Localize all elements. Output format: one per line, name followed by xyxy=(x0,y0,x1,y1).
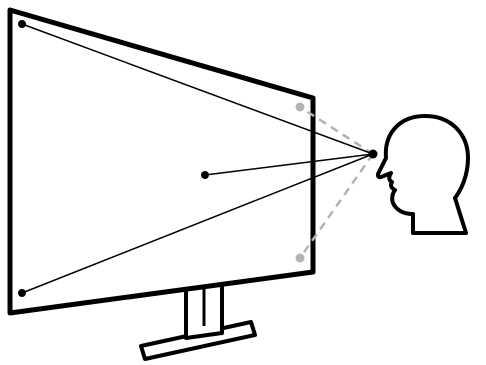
monitor-stand-icon xyxy=(139,280,257,361)
sight-line-top-left xyxy=(21,23,374,155)
visible-sight-lines xyxy=(21,23,374,294)
monitor-screen xyxy=(7,7,316,316)
sight-line-bottom-right xyxy=(298,153,375,259)
sight-line-center xyxy=(204,153,374,176)
point-top-left xyxy=(18,20,26,28)
point-bottom-left xyxy=(18,289,26,297)
sight-line-top-right xyxy=(299,105,374,156)
eye-point xyxy=(368,149,378,159)
sight-line-bottom-left xyxy=(21,153,374,294)
monitor-icon xyxy=(7,7,316,316)
head-outline xyxy=(375,114,470,235)
point-bottom-right xyxy=(295,253,305,263)
occluded-sight-lines xyxy=(298,105,375,259)
point-center xyxy=(201,171,209,179)
head-silhouette-icon xyxy=(375,114,470,235)
screen-points xyxy=(18,20,305,297)
point-top-right xyxy=(295,102,305,112)
